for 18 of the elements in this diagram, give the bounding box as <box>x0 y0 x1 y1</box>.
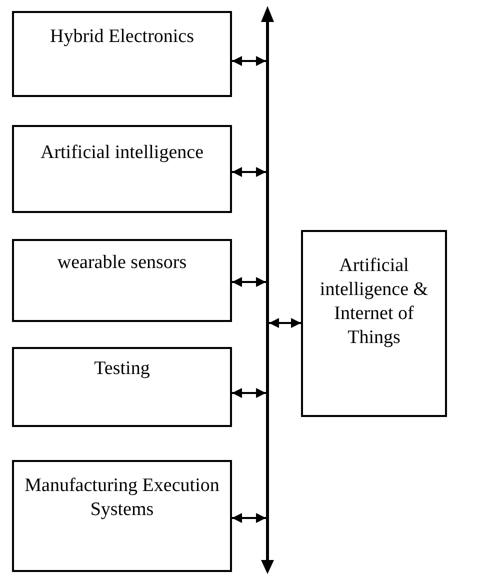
text-box <box>12 460 232 572</box>
double-arrow <box>232 277 266 287</box>
box-label: Manufacturing Execution Systems <box>24 474 220 522</box>
double-arrow <box>232 388 266 398</box>
text-box <box>12 125 232 213</box>
text-box <box>301 230 447 417</box>
double-arrow <box>232 56 266 66</box>
box-label: Testing <box>93 357 151 381</box>
text-box <box>12 11 232 97</box>
double-arrow <box>232 167 266 177</box>
text-box <box>12 239 232 322</box>
box-label: wearable sensors <box>56 251 188 275</box>
text-box <box>12 347 232 427</box>
box-label: Artificial intelligence <box>39 141 204 165</box>
double-arrow <box>269 318 301 328</box>
box-label: Artificial intelligence & Internet of Things <box>318 254 430 350</box>
double-arrow <box>232 513 266 523</box>
box-label: Hybrid Electronics <box>48 25 196 49</box>
